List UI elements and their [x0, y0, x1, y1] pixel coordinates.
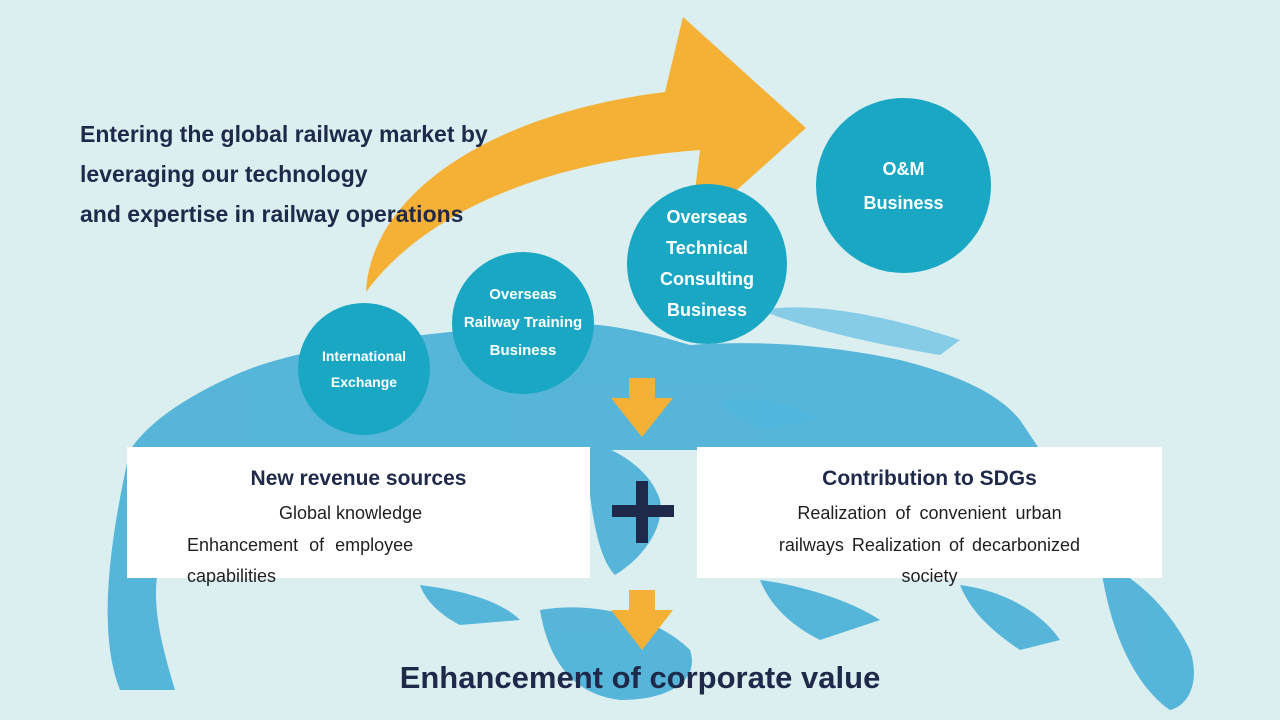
revenue-box: New revenue sources Global knowledge Enh…: [127, 447, 590, 578]
circle-label: Exchange: [330, 374, 398, 390]
footer-title: Enhancement of corporate value: [399, 660, 881, 695]
circle-label: Business: [666, 300, 748, 320]
revenue-box-title: New revenue sources: [250, 467, 467, 490]
circle-label: Business: [489, 342, 557, 359]
circle-label: O&M: [882, 158, 925, 179]
circle-label: Technical: [666, 238, 748, 258]
sdgs-box-line-1: Realization of convenient urban: [797, 503, 1062, 523]
circle-railway-training: Overseas Railway Training Business: [452, 252, 594, 394]
headline: Entering the global railway market by le…: [80, 114, 600, 234]
plus-icon: [612, 481, 674, 543]
down-arrow-upper: [611, 378, 673, 437]
revenue-box-line-1: Global knowledge: [279, 503, 423, 523]
circle-international-exchange: International Exchange: [298, 303, 430, 435]
circle-label: Overseas: [666, 207, 748, 227]
circle-label: Railway Training: [463, 314, 583, 331]
sdgs-box: Contribution to SDGs Realization of conv…: [697, 447, 1162, 578]
circle-label: International: [321, 348, 406, 364]
sdgs-box-title: Contribution to SDGs: [822, 467, 1037, 490]
circle-label: Overseas: [489, 286, 557, 303]
headline-line-3: and expertise in railway operations: [80, 201, 464, 227]
headline-line-2: leveraging our technology: [80, 161, 368, 187]
down-arrow-lower: [611, 590, 673, 650]
circle-label: Business: [863, 192, 944, 213]
circle-technical-consulting: Overseas Technical Consulting Business: [627, 184, 787, 344]
circle-om-business: O&M Business: [816, 98, 991, 273]
sdgs-box-line-2: railways Realization of decarbonized: [778, 535, 1081, 555]
circle-label: Consulting: [660, 269, 754, 289]
revenue-box-line-2: Enhancement of employee: [187, 535, 414, 555]
headline-line-1: Entering the global railway market by: [80, 121, 488, 147]
